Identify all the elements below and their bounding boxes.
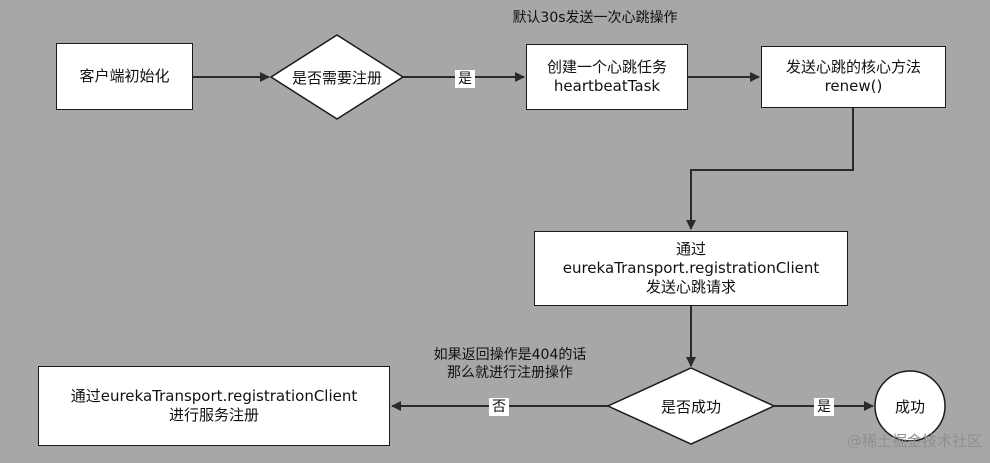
send-request-line-1: 通过	[675, 240, 706, 258]
need-register-diamond	[269, 34, 405, 120]
need-register-label-wrap: 是否需要注册	[271, 62, 403, 92]
no-label-bottom-text: 否	[492, 399, 506, 415]
client-init-node: 客户端初始化	[56, 43, 193, 110]
renew-node: 发送心跳的核心方法 renew()	[761, 46, 946, 108]
success-circle	[874, 370, 946, 442]
if-404-line-1: 如果返回操作是404的话	[433, 347, 587, 363]
yes-label-bottom-text: 是	[817, 399, 831, 415]
heartbeat-interval-note: 默认30s发送一次心跳操作	[470, 9, 720, 27]
send-request-line-3: 发送心跳请求	[645, 278, 736, 296]
register-line-1: 通过eurekaTransport.registrationClient	[70, 387, 358, 405]
success-check-label-wrap: 是否成功	[608, 391, 774, 421]
send-request-node: 通过 eurekaTransport.registrationClient 发送…	[534, 231, 848, 306]
yes-label-top: 是	[455, 70, 475, 88]
renew-line-1: 发送心跳的核心方法	[785, 58, 921, 76]
create-task-line-2: heartbeatTask	[553, 77, 661, 95]
renew-line-2: renew()	[824, 77, 883, 95]
send-request-line-2: eurekaTransport.registrationClient	[562, 259, 820, 277]
arrow-renew-to-request	[686, 108, 854, 230]
yes-label-top-text: 是	[458, 71, 472, 87]
register-line-2: 进行服务注册	[168, 406, 259, 424]
yes-label-bottom: 是	[814, 398, 834, 416]
watermark-text: @稀土掘金技术社区	[846, 432, 982, 450]
success-label-wrap: 成功	[875, 391, 945, 421]
watermark: @稀土掘金技术社区	[847, 430, 982, 451]
create-task-line-1: 创建一个心跳任务	[546, 58, 667, 76]
if-404-line-2: 那么就进行注册操作	[447, 365, 573, 381]
success-check-diamond	[606, 367, 776, 445]
client-init-label: 客户端初始化	[79, 67, 170, 85]
register-node: 通过eurekaTransport.registrationClient 进行服…	[38, 366, 390, 446]
create-task-node: 创建一个心跳任务 heartbeatTask	[526, 44, 688, 110]
success-check-label: 是否成功	[660, 397, 721, 416]
need-register-label: 是否需要注册	[291, 68, 382, 87]
success-label: 成功	[894, 397, 925, 416]
if-404-note: 如果返回操作是404的话 那么就进行注册操作	[410, 346, 610, 382]
heartbeat-interval-text: 默认30s发送一次心跳操作	[512, 10, 678, 26]
no-label-bottom: 否	[489, 398, 509, 416]
